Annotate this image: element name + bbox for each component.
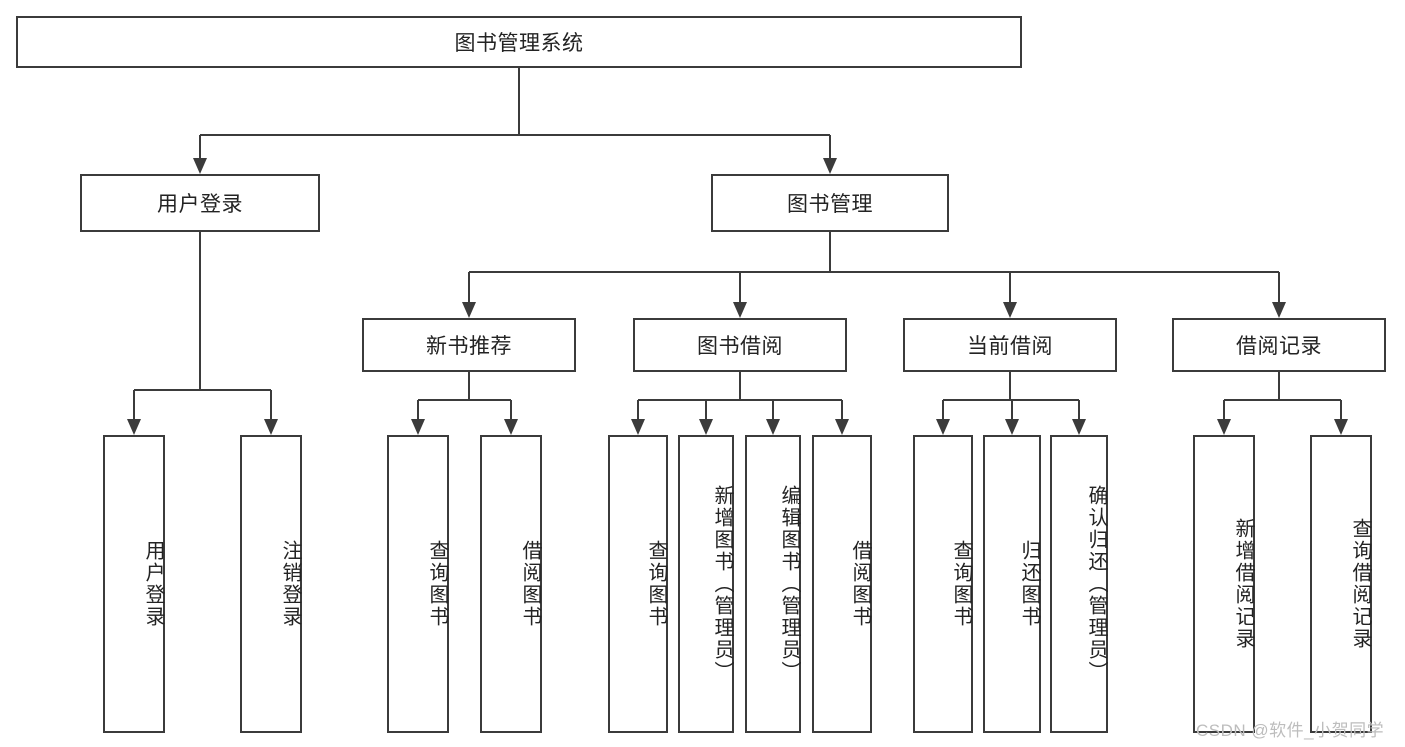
arrowhead-icon	[411, 419, 425, 435]
edge-branch-leaf-edit-book	[772, 400, 774, 420]
edge-bus-book-borrow	[638, 399, 842, 401]
arrowhead-icon	[835, 419, 849, 435]
node-leaf-query-record[interactable]: 查询借阅记录	[1310, 435, 1372, 733]
arrowhead-icon	[936, 419, 950, 435]
node-label: 借阅记录	[1236, 335, 1322, 358]
node-leaf-confirm-return[interactable]: 确认归还（管理员）	[1050, 435, 1108, 733]
edge-branch-leaf-query-book-2	[637, 400, 639, 420]
edge-trunk-user-login	[199, 232, 201, 390]
node-label: 新增图书（管理员）	[711, 485, 733, 683]
node-leaf-logout[interactable]: 注销登录	[240, 435, 302, 733]
node-book-manage[interactable]: 图书管理	[711, 174, 949, 232]
arrowhead-icon	[631, 419, 645, 435]
arrowhead-icon	[462, 302, 476, 318]
node-leaf-edit-book[interactable]: 编辑图书（管理员）	[745, 435, 801, 733]
node-leaf-add-record[interactable]: 新增借阅记录	[1193, 435, 1255, 733]
edge-branch-leaf-user-login	[133, 390, 135, 420]
edge-bus-root	[200, 134, 830, 136]
node-label: 新增借阅记录	[1232, 518, 1254, 650]
arrowhead-icon	[504, 419, 518, 435]
edge-branch-leaf-query-book-1	[417, 400, 419, 420]
node-label: 注销登录	[279, 540, 301, 628]
node-leaf-query-book-1[interactable]: 查询图书	[387, 435, 449, 733]
node-label: 编辑图书（管理员）	[778, 485, 800, 683]
node-label: 图书管理	[787, 193, 873, 216]
edge-trunk-book-manage	[829, 232, 831, 272]
node-leaf-query-book-2[interactable]: 查询图书	[608, 435, 668, 733]
node-label: 查询图书	[645, 540, 667, 628]
node-label: 查询图书	[426, 540, 448, 628]
edge-branch-user-login	[199, 135, 201, 159]
arrowhead-icon	[127, 419, 141, 435]
edge-branch-current-borrow	[1009, 272, 1011, 303]
node-label: 用户登录	[142, 540, 164, 628]
node-label: 新书推荐	[426, 335, 512, 358]
node-label: 借阅图书	[519, 540, 541, 628]
edge-bus-book-manage	[469, 271, 1279, 273]
node-root-root[interactable]: 图书管理系统	[16, 16, 1022, 68]
edge-trunk-root	[518, 68, 520, 135]
arrowhead-icon	[733, 302, 747, 318]
edge-branch-leaf-add-book	[705, 400, 707, 420]
edge-branch-leaf-query-book-3	[942, 400, 944, 420]
node-borrow-record[interactable]: 借阅记录	[1172, 318, 1386, 372]
arrowhead-icon	[1072, 419, 1086, 435]
node-label: 借阅图书	[849, 540, 871, 628]
edge-branch-leaf-logout	[270, 390, 272, 420]
arrowhead-icon	[1217, 419, 1231, 435]
node-leaf-return-book[interactable]: 归还图书	[983, 435, 1041, 733]
node-leaf-user-login[interactable]: 用户登录	[103, 435, 165, 733]
arrowhead-icon	[1334, 419, 1348, 435]
arrowhead-icon	[699, 419, 713, 435]
node-label: 当前借阅	[967, 335, 1053, 358]
edge-branch-leaf-query-record	[1340, 400, 1342, 420]
arrowhead-icon	[1003, 302, 1017, 318]
edge-trunk-borrow-record	[1278, 372, 1280, 400]
node-label: 确认归还（管理员）	[1085, 485, 1107, 683]
edge-branch-leaf-borrow-book-1	[510, 400, 512, 420]
edge-branch-leaf-confirm-return	[1078, 400, 1080, 420]
arrowhead-icon	[1272, 302, 1286, 318]
arrowhead-icon	[1005, 419, 1019, 435]
edge-branch-book-manage	[829, 135, 831, 159]
node-leaf-borrow-book-2[interactable]: 借阅图书	[812, 435, 872, 733]
node-user-login[interactable]: 用户登录	[80, 174, 320, 232]
edge-branch-new-book-recommend	[468, 272, 470, 303]
node-current-borrow[interactable]: 当前借阅	[903, 318, 1117, 372]
edge-branch-leaf-add-record	[1223, 400, 1225, 420]
node-leaf-query-book-3[interactable]: 查询图书	[913, 435, 973, 733]
edge-branch-borrow-record	[1278, 272, 1280, 303]
node-label: 查询图书	[950, 540, 972, 628]
arrowhead-icon	[264, 419, 278, 435]
node-label: 查询借阅记录	[1349, 518, 1371, 650]
csdn-watermark: CSDN @软件_小贺同学	[1196, 721, 1385, 740]
edge-trunk-new-book-recommend	[468, 372, 470, 400]
edge-branch-leaf-borrow-book-2	[841, 400, 843, 420]
arrowhead-icon	[766, 419, 780, 435]
node-label: 归还图书	[1018, 540, 1040, 628]
node-leaf-borrow-book-1[interactable]: 借阅图书	[480, 435, 542, 733]
edge-bus-borrow-record	[1224, 399, 1341, 401]
edge-branch-book-borrow	[739, 272, 741, 303]
arrowhead-icon	[823, 158, 837, 174]
edge-bus-new-book-recommend	[418, 399, 511, 401]
node-label: 用户登录	[157, 193, 243, 216]
edge-bus-user-login	[134, 389, 271, 391]
node-label: 图书借阅	[697, 335, 783, 358]
node-label: 图书管理系统	[454, 32, 584, 55]
edge-trunk-book-borrow	[739, 372, 741, 400]
arrowhead-icon	[193, 158, 207, 174]
node-leaf-add-book[interactable]: 新增图书（管理员）	[678, 435, 734, 733]
node-book-borrow[interactable]: 图书借阅	[633, 318, 847, 372]
edge-branch-leaf-return-book	[1011, 400, 1013, 420]
node-new-book-recommend[interactable]: 新书推荐	[362, 318, 576, 372]
edge-trunk-current-borrow	[1009, 372, 1011, 400]
